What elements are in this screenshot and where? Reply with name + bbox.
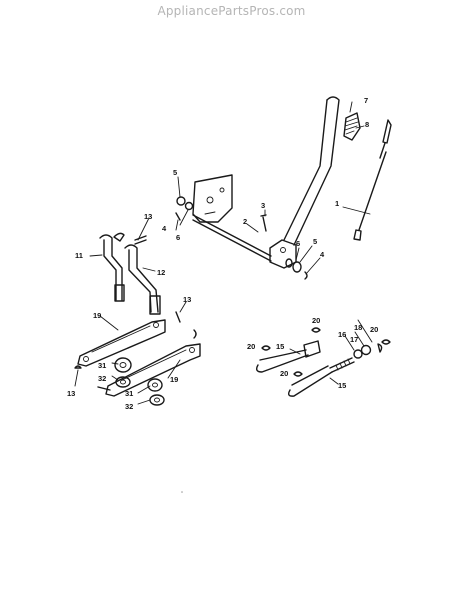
callout-1: 1 [335,199,339,208]
callout-31-lower: 31 [125,389,133,398]
part-19-lift-arm-upper[interactable] [77,319,166,367]
callout-15-lower: 15 [338,381,346,390]
callout-16: 16 [338,330,346,339]
callout-19-upper: 19 [93,311,101,320]
parts-16-17-18[interactable] [353,343,383,359]
part-3-bolt[interactable] [260,214,267,232]
fittings-left[interactable] [175,196,194,221]
callout-7: 7 [364,96,368,105]
part-15-link-lower[interactable] [287,357,355,397]
callout-15-upper: 15 [276,342,284,351]
leader-lines [74,101,373,405]
callout-19-lower: 19 [170,375,178,384]
part-2-shaft[interactable] [192,214,272,262]
callout-6-right: 6 [296,239,300,248]
callout-20-top: 20 [312,316,320,325]
callout-6-left: 6 [176,233,180,242]
callout-13-top: 13 [144,212,152,221]
washers-lower[interactable] [147,378,165,406]
lift-handle[interactable] [269,96,340,269]
callout-32-upper: 32 [98,374,106,383]
callout-8: 8 [365,120,369,129]
callout-3: 3 [261,201,265,210]
part-12-lift-link[interactable] [124,244,161,315]
callout-20-middle: 20 [280,369,288,378]
bracket-plate[interactable] [192,174,233,223]
callout-20-left: 20 [247,342,255,351]
callout-32-lower: 32 [125,402,133,411]
part-19-lift-arm-lower[interactable] [105,343,201,397]
callout-4-left: 4 [162,224,167,233]
callout-11: 11 [75,251,83,260]
callout-20-right: 20 [370,325,378,334]
washers-upper[interactable] [114,357,132,388]
part-13-pins[interactable] [74,232,197,391]
part-20-clips[interactable] [261,327,391,377]
part-1-rod[interactable] [353,119,392,241]
callout-17: 17 [350,335,358,344]
callout-18: 18 [354,323,362,332]
callout-13-bottom: 13 [67,389,75,398]
stray-mark [181,491,183,493]
part-11-lift-link[interactable] [99,234,125,302]
callout-13-middle: 13 [183,295,191,304]
part-7-grip[interactable] [343,112,361,141]
callout-5-left: 5 [173,168,177,177]
part-15-link-upper[interactable] [255,340,321,373]
fittings-right[interactable] [285,258,308,280]
callout-5-right: 5 [313,237,317,246]
callout-12: 12 [157,268,165,277]
callout-31-upper: 31 [98,361,106,370]
callout-4-right: 4 [320,250,325,259]
watermark: AppliancePartsPros.com [157,4,306,18]
callout-2: 2 [243,217,247,226]
